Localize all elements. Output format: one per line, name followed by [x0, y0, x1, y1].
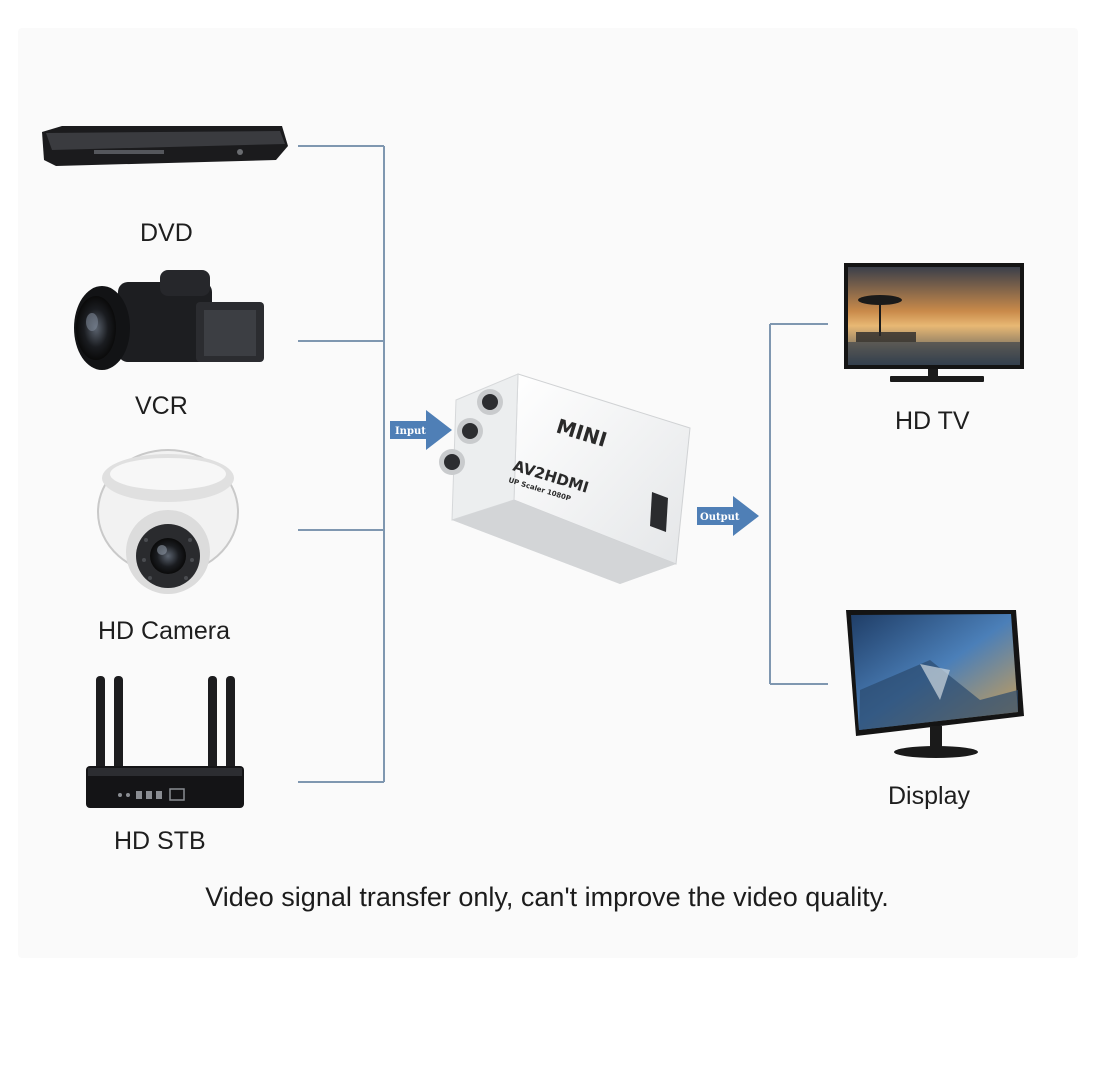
hdmi-port — [650, 492, 668, 532]
source-label-camera: HD Camera — [98, 617, 230, 645]
source-label-vcr: VCR — [135, 392, 188, 420]
input-arrow-label: Input — [395, 426, 426, 437]
router-stb-icon — [86, 676, 244, 808]
output-label-display: Display — [888, 782, 970, 810]
source-label-stb: HD STB — [114, 827, 206, 855]
source-label-dvd: DVD — [140, 219, 193, 247]
tv-icon — [844, 263, 1024, 382]
av2hdmi-converter: MINI AV2HDMI UP Scaler 1080P — [439, 373, 691, 584]
camcorder-icon — [74, 270, 264, 370]
dvd-player-icon — [42, 126, 288, 166]
input-connection-lines — [298, 145, 385, 783]
output-label-tv: HD TV — [895, 407, 970, 435]
dome-camera-icon — [97, 449, 239, 594]
diagram-caption: Video signal transfer only, can't improv… — [205, 882, 889, 912]
output-connection-lines — [769, 323, 828, 685]
output-arrow-label: Output — [700, 512, 740, 523]
input-arrow: Input — [390, 410, 452, 450]
output-arrow: Output — [697, 496, 759, 536]
rca-ports — [439, 389, 503, 475]
monitor-icon — [846, 610, 1024, 758]
